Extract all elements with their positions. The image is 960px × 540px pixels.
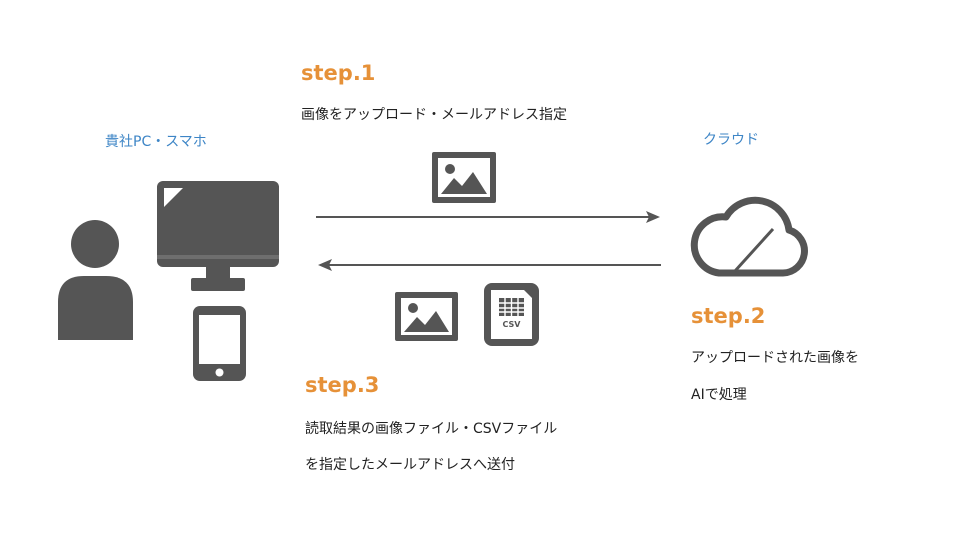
client-label: 貴社PC・スマホ	[105, 134, 207, 150]
step-2-desc-line-2: AIで処理	[691, 387, 747, 403]
image-icon	[395, 292, 458, 341]
step-2-desc-line-1: アップロードされた画像を	[691, 350, 859, 366]
step-3-desc-line-1: 読取結果の画像ファイル・CSVファイル	[305, 421, 558, 437]
smartphone-icon	[193, 306, 246, 381]
return-arrow	[318, 259, 661, 271]
step-3-title: step.3	[305, 373, 380, 397]
cloud-icon	[690, 196, 808, 277]
cloud-label: クラウド	[703, 132, 759, 148]
image-icon	[432, 152, 496, 203]
upload-arrow	[316, 211, 660, 223]
csv-file-icon: CSV	[484, 283, 539, 346]
step-3-desc-line-2: を指定したメールアドレスへ送付	[305, 457, 515, 473]
monitor-icon	[157, 181, 279, 291]
csv-file-label: CSV	[502, 320, 521, 329]
step-1-title: step.1	[301, 61, 376, 85]
person-icon	[58, 220, 133, 340]
step-1-desc: 画像をアップロード・メールアドレス指定	[301, 107, 567, 123]
step-2-title: step.2	[691, 304, 766, 328]
